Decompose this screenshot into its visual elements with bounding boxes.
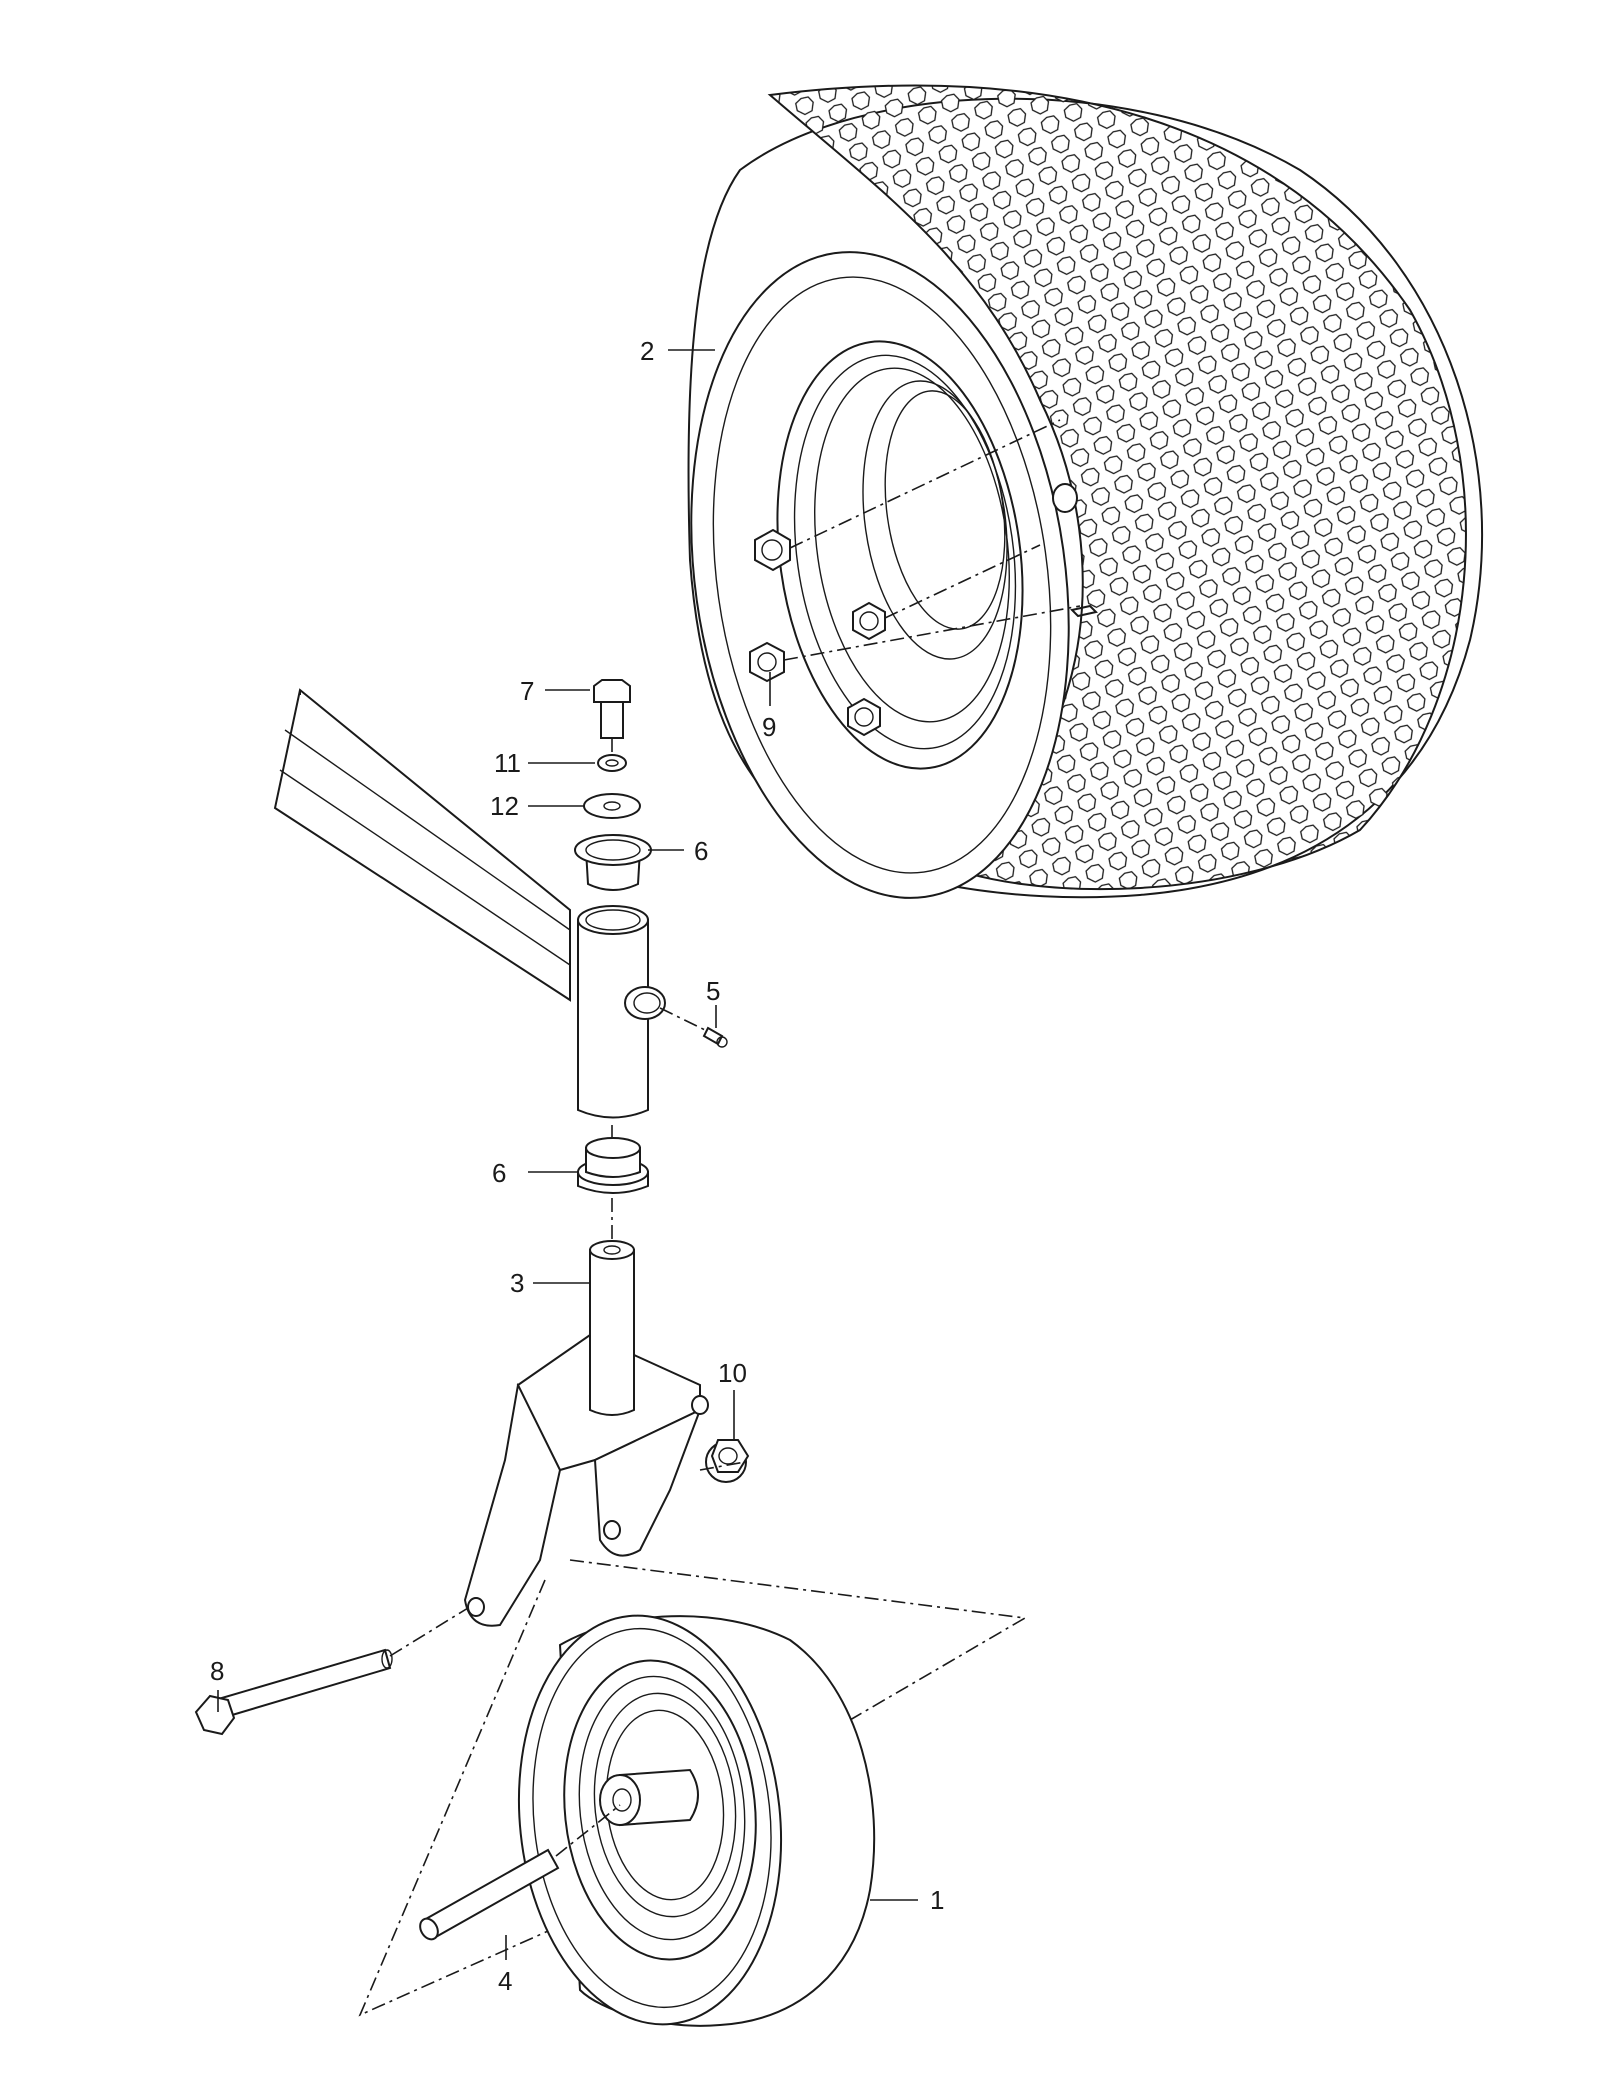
callout-8: 8: [210, 1656, 224, 1686]
caster-housing-icon: [577, 905, 666, 1119]
flat-washer-icon: [583, 793, 641, 819]
lug-nut-icon: [749, 528, 886, 737]
bushing-upper-icon: [574, 834, 652, 891]
axle-tube-icon: [419, 1848, 560, 1941]
caster-wheel-icon: [517, 1614, 876, 2027]
callout-2: 2: [640, 336, 654, 366]
flange-nut-icon: [705, 1439, 750, 1483]
lock-washer-icon: [597, 754, 627, 772]
caster-fork-icon: [463, 1240, 709, 1627]
grease-fitting-icon: [702, 1026, 728, 1048]
callout-6-upper: 6: [694, 836, 708, 866]
callout-9: 9: [762, 712, 776, 742]
bolt-icon: [593, 679, 631, 739]
leader-lines: [217, 349, 918, 1960]
large-tire-wheel-icon: [687, 84, 1484, 899]
callout-10: 10: [718, 1358, 747, 1388]
callout-1: 1: [930, 1885, 944, 1915]
callout-5: 5: [706, 976, 720, 1006]
callout-12: 12: [490, 791, 519, 821]
callout-3: 3: [510, 1268, 524, 1298]
callout-6-lower: 6: [492, 1158, 506, 1188]
callout-7: 7: [520, 676, 534, 706]
callout-11: 11: [494, 748, 521, 778]
axle-bolt-icon: [194, 1648, 393, 1736]
frame-arm-icon: [273, 688, 571, 1002]
bushing-lower-icon: [577, 1137, 649, 1194]
callout-4: 4: [498, 1966, 512, 1996]
